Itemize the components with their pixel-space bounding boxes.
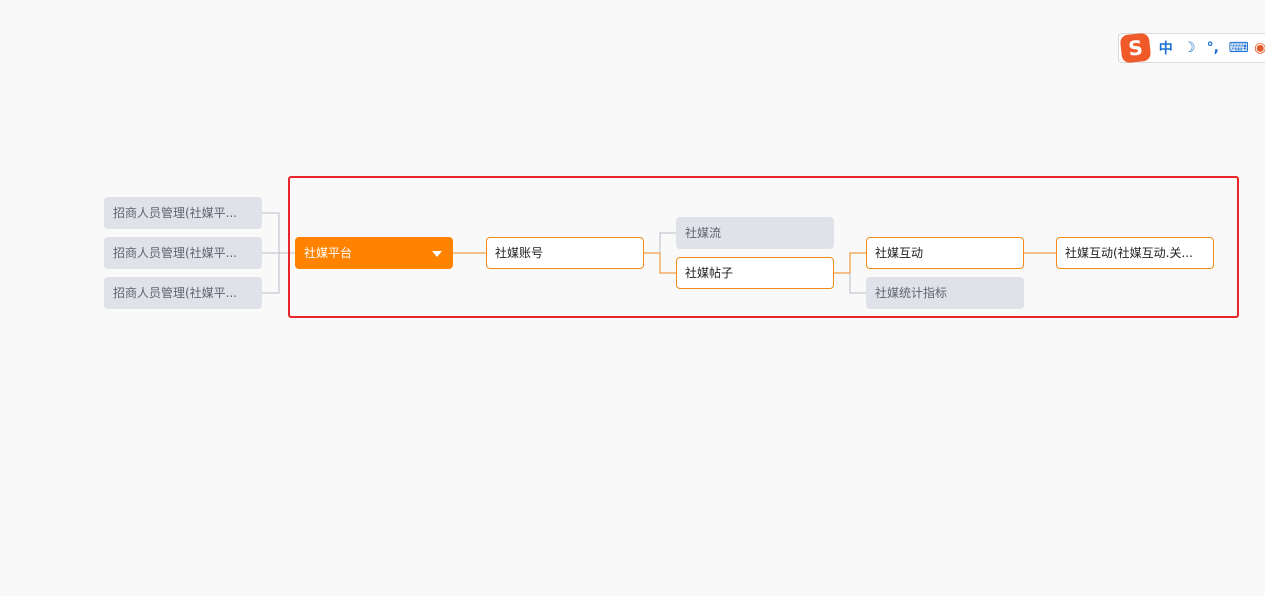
post-node[interactable]: 社媒帖子 <box>676 257 834 289</box>
stream-node[interactable]: 社媒流 <box>676 217 834 249</box>
left-node-3[interactable]: 招商人员管理(社媒平... <box>104 277 262 309</box>
account-node[interactable]: 社媒账号 <box>486 237 644 269</box>
caret-down-icon[interactable] <box>432 251 442 257</box>
punctuation-icon[interactable]: °, <box>1206 40 1219 56</box>
ime-toolbar[interactable]: S 中 ☽ °, ⌨ ◉ <box>1118 32 1265 64</box>
interaction-relation-node[interactable]: 社媒互动(社媒互动.关... <box>1056 237 1214 269</box>
interaction-node[interactable]: 社媒互动 <box>866 237 1024 269</box>
ime-chinese-mode-button[interactable]: 中 <box>1158 41 1173 57</box>
highlight-box <box>288 176 1239 318</box>
moon-icon[interactable]: ☽ <box>1182 40 1196 56</box>
root-node[interactable]: 社媒平台 <box>295 237 453 269</box>
left-node-1[interactable]: 招商人员管理(社媒平... <box>104 197 262 229</box>
left-node-2[interactable]: 招商人员管理(社媒平... <box>104 237 262 269</box>
sogou-logo-icon[interactable]: S <box>1119 32 1152 64</box>
left-connector-3 <box>262 253 280 294</box>
keyboard-icon[interactable]: ⌨ <box>1228 40 1249 56</box>
stats-node[interactable]: 社媒统计指标 <box>866 277 1024 309</box>
skin-icon[interactable]: ◉ <box>1254 40 1265 56</box>
